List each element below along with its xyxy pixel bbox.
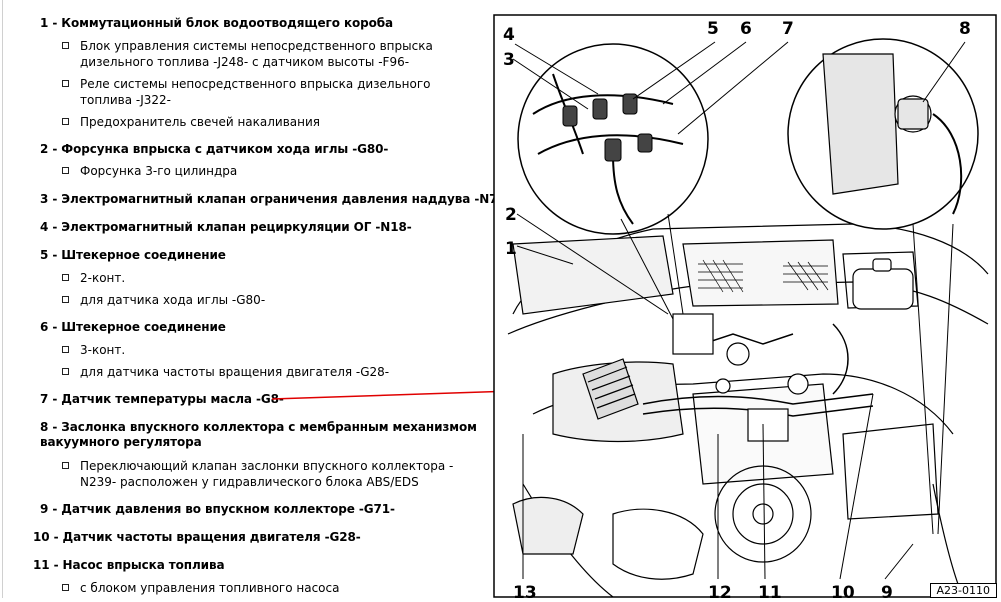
intake-hose [582, 358, 639, 420]
figure-id-label: A23-0110 [929, 583, 997, 598]
callout-5: 5 [707, 19, 719, 39]
bullet-icon [62, 167, 69, 174]
callout-10: 10 [831, 583, 855, 598]
legend-item-8: 8 - Заслонка впускного коллектора с мемб… [40, 420, 477, 449]
legend-item-5: 5 - Штекерное соединение [40, 248, 226, 262]
legend-sub-5a: 2-конт. [62, 270, 125, 286]
detail-leader-lines [620, 213, 954, 535]
callout-13: 13 [513, 583, 537, 598]
callout-1: 1 [505, 239, 517, 259]
legend-item-9: 9 - Датчик давления во впускном коллекто… [40, 502, 395, 516]
legend-sub-5b: для датчика хода иглы -G80- [62, 292, 265, 308]
bullet-icon [62, 80, 69, 87]
legend-item-10: 10 - Датчик частоты вращения двигателя -… [33, 530, 361, 544]
legend-item-6: 6 - Штекерное соединение [40, 320, 226, 334]
engine-illustration: 1 2 3 4 5 6 7 8 9 10 11 12 13 [493, 14, 997, 602]
callout-9: 9 [881, 583, 893, 598]
legend-sub-1c: Предохранитель свечей накаливания [62, 114, 320, 130]
legend-item-3: 3 - Электромагнитный клапан ограничения … [40, 192, 511, 206]
legend-item-7: 7 - Датчик температуры масла -G8- [40, 392, 284, 406]
legend-sub-1b: Реле системы непосредственного впрыска д… [62, 76, 482, 108]
bullet-icon [62, 584, 69, 591]
bullet-icon [62, 42, 69, 49]
legend-sub-6a: 3-конт. [62, 342, 125, 358]
legend-item-1: 1 - Коммутационный блок водоотводящего к… [40, 16, 394, 30]
detail-circle-right [787, 38, 979, 230]
legend-sub-2a: Форсунка 3-го цилиндра [62, 163, 237, 179]
legend-item-2: 2 - Форсунка впрыска с датчиком хода игл… [40, 142, 389, 156]
coolant-reservoir [852, 258, 914, 310]
callout-11: 11 [758, 583, 782, 598]
bullet-icon [62, 274, 69, 281]
callout-leader-lines [512, 41, 966, 580]
engine-bay-outline [507, 223, 989, 598]
page-left-border [2, 0, 3, 598]
callout-4: 4 [503, 25, 515, 45]
legend-list: 1 - Коммутационный блок водоотводящего к… [0, 0, 511, 598]
callout-3: 3 [503, 50, 515, 70]
bullet-icon [62, 296, 69, 303]
legend-sub-1a: Блок управления системы непосредственног… [62, 38, 482, 70]
callout-2: 2 [505, 205, 517, 225]
legend-sub-11a: с блоком управления топливного насоса [62, 580, 339, 596]
bullet-icon [62, 346, 69, 353]
callout-7: 7 [782, 19, 794, 39]
legend-item-4: 4 - Электромагнитный клапан рециркуляции… [40, 220, 412, 234]
bullet-icon [62, 118, 69, 125]
engine-components [672, 313, 809, 442]
callout-6: 6 [740, 19, 752, 39]
engine-diagram: 1 2 3 4 5 6 7 8 9 10 11 12 13 A23-0110 [493, 14, 997, 602]
bullet-icon [62, 368, 69, 375]
callout-8: 8 [959, 19, 971, 39]
bullet-icon [62, 462, 69, 469]
legend-item-11: 11 - Насос впрыска топлива [33, 558, 225, 572]
callout-12: 12 [708, 583, 732, 598]
legend-sub-8a: Переключающий клапан заслонки впускного … [62, 458, 482, 490]
detail-circle-left [517, 43, 709, 235]
grille-hatching [698, 259, 829, 293]
legend-sub-6b: для датчика частоты вращения двигателя -… [62, 364, 389, 380]
